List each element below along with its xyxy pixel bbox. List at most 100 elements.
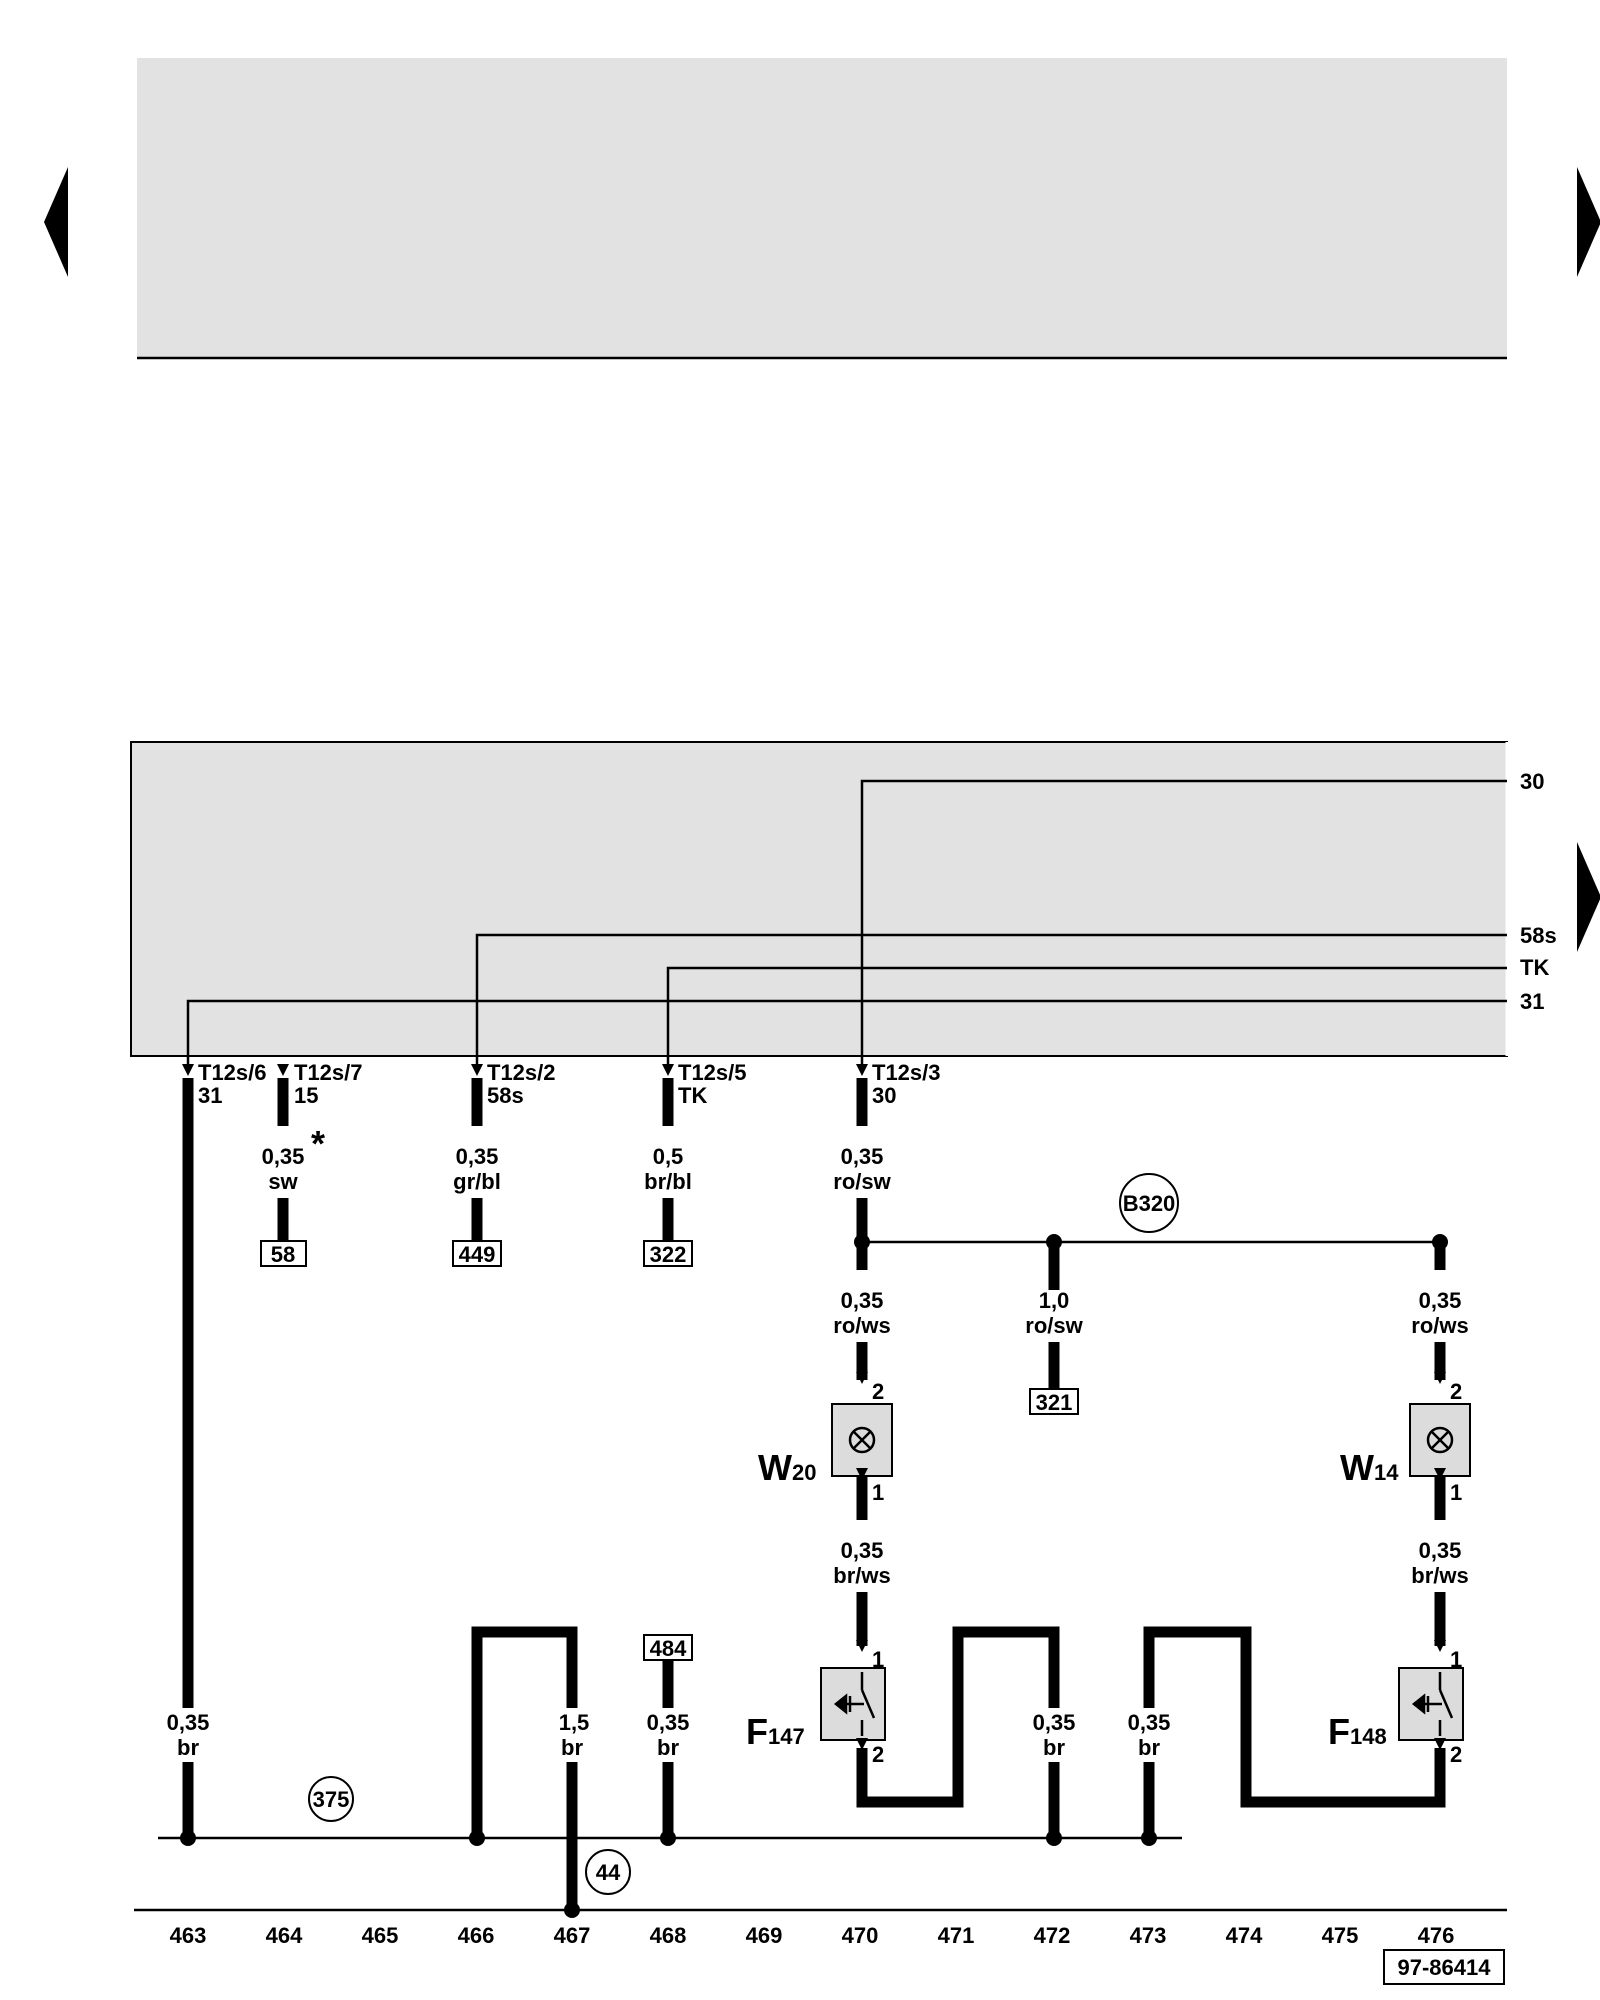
- wire-470c-size: 0,35: [841, 1538, 884, 1563]
- lamp-w20-label: W20: [758, 1447, 816, 1488]
- wire-g463-size: 0,35: [167, 1710, 210, 1735]
- door-switch-icon: [833, 1672, 876, 1736]
- nav-arrow-left-icon[interactable]: [44, 167, 68, 277]
- ref-box-58[interactable]: [260, 1240, 307, 1267]
- wire-470c-color: br/ws: [833, 1563, 890, 1588]
- grid-number: 464: [266, 1923, 303, 1948]
- grid-number: 467: [554, 1923, 591, 1948]
- panel-label-tk: TK: [1520, 955, 1549, 980]
- grid-number: 469: [746, 1923, 783, 1948]
- point-44-label: 44: [596, 1860, 621, 1885]
- pin-arrows-w14: [1434, 1372, 1446, 1480]
- wire-466-467-bridge: [471, 1626, 578, 1838]
- connector-t12s-5-term: TK: [678, 1083, 707, 1108]
- panel-label-31: 31: [1520, 989, 1544, 1014]
- lamp-w20-pin-top: 2: [872, 1379, 884, 1404]
- wire-466-color: gr/bl: [453, 1169, 501, 1194]
- internal-line-31: [186, 999, 1507, 1072]
- ref-box-322[interactable]: [643, 1240, 693, 1267]
- wire-470-color: ro/sw: [833, 1169, 891, 1194]
- connector-t12s-3: T12s/3: [872, 1060, 941, 1085]
- diagram-id-box: [1383, 1949, 1505, 1985]
- wire-g472-size: 0,35: [1033, 1710, 1076, 1735]
- wire-470b-size: 0,35: [841, 1288, 884, 1313]
- wire-f148-ground-loop: [1143, 1626, 1446, 1808]
- pin-arrows-f148: [1434, 1640, 1446, 1750]
- point-b320-label: B320: [1123, 1191, 1176, 1216]
- connector-t12s-3-term: 30: [872, 1083, 896, 1108]
- grid-number: 476: [1418, 1923, 1455, 1948]
- wire-476-color: ro/ws: [1411, 1313, 1468, 1338]
- lamp-w14-label: W14: [1340, 1447, 1399, 1488]
- wire-g468-size: 0,35: [647, 1710, 690, 1735]
- ref-box-322-label: 322: [650, 1242, 687, 1267]
- ref-box-484-label: 484: [650, 1636, 687, 1661]
- nav-arrow-right-lower-icon[interactable]: [1577, 842, 1600, 952]
- wire-g468-color: br: [657, 1735, 679, 1760]
- grid-number: 465: [362, 1923, 399, 1948]
- wire-476c-color: br/ws: [1411, 1563, 1468, 1588]
- grid-number: 474: [1226, 1923, 1263, 1948]
- wire-472-size: 1,0: [1039, 1288, 1070, 1313]
- lamp-w20-pin-bottom: 1: [872, 1480, 884, 1505]
- switch-f148-pin-bottom: 2: [1450, 1742, 1462, 1767]
- grid-number: 475: [1322, 1923, 1359, 1948]
- point-375-label: 375: [313, 1787, 350, 1812]
- switch-f147-label: F147: [746, 1711, 805, 1752]
- switch-f147-pin-top: 1: [872, 1647, 884, 1672]
- panel-label-30: 30: [1520, 769, 1544, 794]
- switch-f147-pin-bottom: 2: [872, 1742, 884, 1767]
- connector-t12s-7: T12s/7: [294, 1060, 363, 1085]
- point-375: [308, 1776, 354, 1822]
- wire-466-size: 0,35: [456, 1144, 499, 1169]
- wire-468-size: 0,5: [653, 1144, 684, 1169]
- grid-number: 473: [1130, 1923, 1167, 1948]
- top-panel: [137, 58, 1507, 358]
- wire-g463-color: br: [177, 1735, 199, 1760]
- grid-number: 471: [938, 1923, 975, 1948]
- connector-t12s-6: T12s/6: [198, 1060, 267, 1085]
- control-unit-panel: [130, 741, 1508, 1057]
- wire-472-color: ro/sw: [1025, 1313, 1083, 1338]
- wire-g473-size: 0,35: [1128, 1710, 1171, 1735]
- nav-arrow-right-icon[interactable]: [1577, 167, 1600, 277]
- ref-box-449-label: 449: [459, 1242, 496, 1267]
- wire-470-size: 0,35: [841, 1144, 884, 1169]
- wire-464-size: 0,35: [262, 1144, 305, 1169]
- wire-476-size: 0,35: [1419, 1288, 1462, 1313]
- bulb-icon: [1426, 1426, 1454, 1454]
- internal-line-30: [860, 779, 1507, 1072]
- wire-470b-color: ro/ws: [833, 1313, 890, 1338]
- connector-t12s-5: T12s/5: [678, 1060, 747, 1085]
- connector-t12s-6-term: 31: [198, 1083, 222, 1108]
- lamp-w14-pin-bottom: 1: [1450, 1480, 1462, 1505]
- wire-g467-size: 1,5: [559, 1710, 590, 1735]
- wire-g473-color: br: [1138, 1735, 1160, 1760]
- bulb-icon: [848, 1426, 876, 1454]
- diagram-id: 97-86414: [1398, 1955, 1492, 1980]
- grid-number: 463: [170, 1923, 207, 1948]
- point-44: [585, 1849, 631, 1895]
- wire-464-star: *: [311, 1123, 325, 1164]
- panel-label-58s: 58s: [1520, 923, 1557, 948]
- wire-f147-ground-loop: [856, 1626, 1060, 1808]
- lamp-w14-pin-top: 2: [1450, 1379, 1462, 1404]
- ref-box-484[interactable]: [643, 1634, 693, 1661]
- connector-t12s-2-term: 58s: [487, 1083, 524, 1108]
- pin-arrows-f147: [856, 1640, 868, 1750]
- switch-f148-pin-top: 1: [1450, 1647, 1462, 1672]
- internal-line-tk: [666, 966, 1507, 1072]
- connector-t12s-7-term: 15: [294, 1083, 318, 1108]
- junction-dots: [180, 1234, 1448, 1918]
- ref-box-321[interactable]: [1029, 1388, 1079, 1415]
- switch-f148-label: F148: [1328, 1711, 1387, 1752]
- internal-line-58s: [475, 933, 1507, 1072]
- grid-number: 466: [458, 1923, 495, 1948]
- door-switch-icon: [1411, 1672, 1454, 1736]
- ref-box-449[interactable]: [452, 1240, 502, 1267]
- wire-476c-size: 0,35: [1419, 1538, 1462, 1563]
- ref-box-58-label: 58: [271, 1242, 295, 1267]
- grid-number: 470: [842, 1923, 879, 1948]
